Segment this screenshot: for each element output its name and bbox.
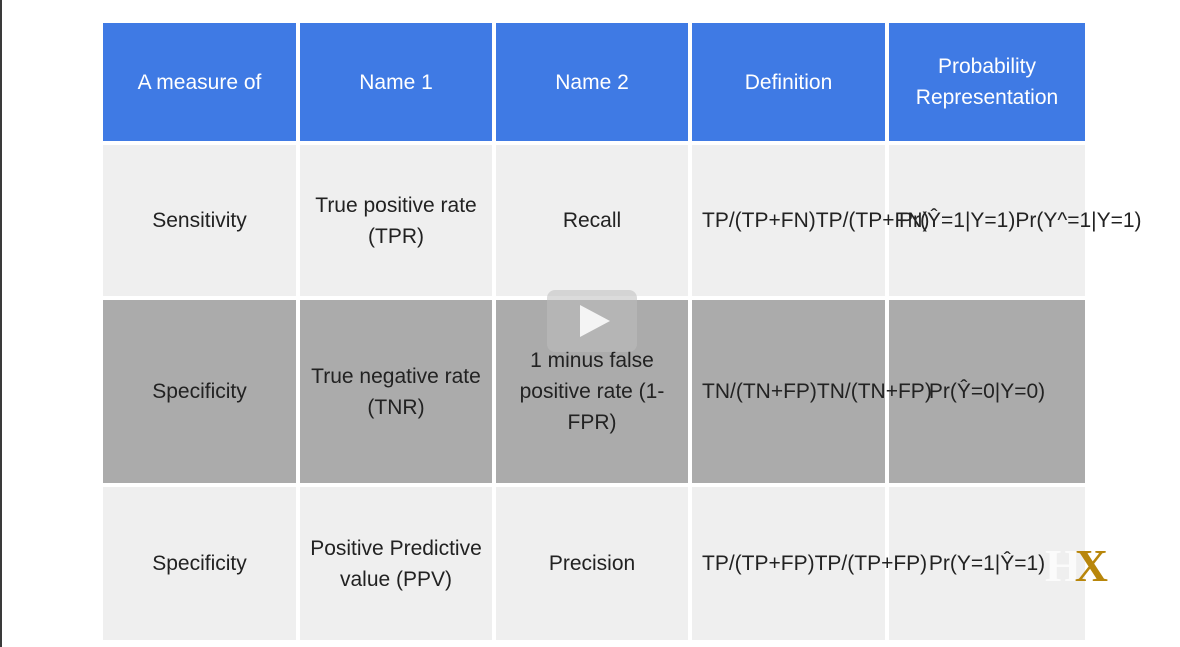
header-row: A measure of Name 1 Name 2 Definition Pr… xyxy=(103,23,1085,141)
cell-measure: Sensitivity xyxy=(103,145,296,296)
table-row: Sensitivity True positive rate (TPR) Rec… xyxy=(103,145,1142,296)
cell-name-2: Precision xyxy=(496,487,688,640)
cell-probability: Pr(Y=1|Ŷ=1) xyxy=(889,487,1085,640)
header-name-2: Name 2 xyxy=(496,23,688,141)
cell-measure: Specificity xyxy=(103,300,296,483)
video-play-button[interactable] xyxy=(547,290,637,352)
cell-probability: Pr(Ŷ=0|Y=0) xyxy=(889,300,1085,483)
cell-measure: Specificity xyxy=(103,487,296,640)
cell-name-2: Recall xyxy=(496,145,688,296)
measures-table-container: A measure of Name 1 Name 2 Definition Pr… xyxy=(103,23,1142,640)
cell-name-1: Positive Predictive value (PPV) xyxy=(300,487,492,640)
header-definition: Definition xyxy=(692,23,885,141)
header-name-1: Name 1 xyxy=(300,23,492,141)
cell-probability: Pr(Ŷ=1|Y=1)Pr(Y^=1|Y=1) xyxy=(889,145,1142,296)
header-probability-representation: Probability Representation xyxy=(889,23,1085,141)
cell-definition: TP/(TP+FN)TP/(TP+FN) xyxy=(692,145,930,296)
play-icon xyxy=(580,305,610,337)
cell-name-2: 1 minus false positive rate (1-FPR) xyxy=(496,300,688,483)
cell-definition: TP/(TP+FP)TP/(TP+FP) xyxy=(692,487,927,640)
header-measure-of: A measure of xyxy=(103,23,296,141)
cell-name-1: True negative rate (TNR) xyxy=(300,300,492,483)
table-row: Specificity Positive Predictive value (P… xyxy=(103,487,1085,640)
cell-name-1: True positive rate (TPR) xyxy=(300,145,492,296)
window-edge xyxy=(0,0,2,647)
table-row: Specificity True negative rate (TNR) 1 m… xyxy=(103,300,1085,483)
hx-logo: HX xyxy=(1045,540,1108,591)
measures-table: A measure of Name 1 Name 2 Definition Pr… xyxy=(99,19,1142,644)
cell-definition: TN/(TN+FP)TN/(TN+FP) xyxy=(692,300,932,483)
